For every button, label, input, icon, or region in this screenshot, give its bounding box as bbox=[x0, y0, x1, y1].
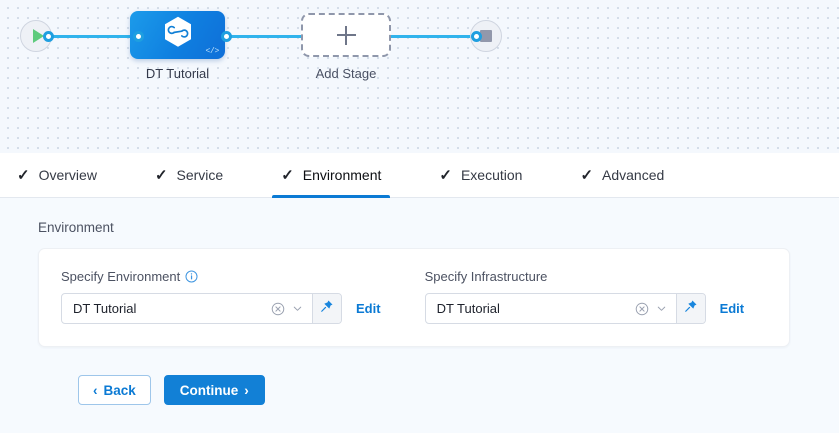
environment-panel: Environment Specify Environment DT Tutor… bbox=[0, 198, 839, 433]
back-button-label: Back bbox=[103, 382, 136, 398]
info-icon[interactable] bbox=[185, 270, 198, 283]
tab-label: Service bbox=[176, 167, 224, 183]
plus-icon bbox=[336, 25, 356, 45]
specify-environment-label: Specify Environment bbox=[61, 269, 381, 284]
specify-environment-group: Specify Environment DT Tutorial bbox=[61, 269, 381, 324]
specify-infrastructure-label: Specify Infrastructure bbox=[425, 269, 745, 284]
check-icon: ✓ bbox=[439, 166, 452, 184]
pipeline-canvas[interactable]: </> DT Tutorial Add Stage bbox=[0, 0, 839, 153]
clear-circle-icon[interactable] bbox=[271, 302, 285, 316]
tab-execution[interactable]: ✓ Execution bbox=[439, 153, 540, 198]
stage-config-tabs: ✓ Overview ✓ Service ✓ Environment ✓ Exe… bbox=[0, 153, 839, 198]
start-node-port[interactable] bbox=[43, 31, 54, 42]
chevron-left-icon: ‹ bbox=[93, 382, 98, 398]
tab-advanced[interactable]: ✓ Advanced bbox=[580, 153, 682, 198]
environment-select-value: DT Tutorial bbox=[73, 301, 137, 316]
section-title: Environment bbox=[38, 220, 114, 235]
tab-label: Environment bbox=[302, 167, 382, 183]
specify-infrastructure-group: Specify Infrastructure DT Tutorial bbox=[424, 269, 745, 324]
field-label-text: Specify Environment bbox=[61, 269, 181, 284]
infrastructure-select-main[interactable]: DT Tutorial bbox=[426, 294, 676, 323]
environment-select[interactable]: DT Tutorial bbox=[61, 293, 342, 324]
play-icon bbox=[32, 29, 44, 43]
check-icon: ✓ bbox=[17, 166, 30, 184]
infrastructure-select[interactable]: DT Tutorial bbox=[424, 293, 706, 324]
back-button[interactable]: ‹ Back bbox=[78, 375, 151, 405]
chevron-down-icon[interactable] bbox=[291, 302, 304, 315]
infrastructure-select-value: DT Tutorial bbox=[436, 301, 500, 316]
code-badge-icon: </> bbox=[205, 47, 219, 56]
end-node-port[interactable] bbox=[471, 31, 482, 42]
stage-node-input-port[interactable] bbox=[133, 31, 144, 42]
environment-select-main[interactable]: DT Tutorial bbox=[62, 294, 312, 323]
environment-edit-link[interactable]: Edit bbox=[356, 301, 381, 316]
add-stage-button[interactable] bbox=[301, 13, 391, 57]
wizard-footer: ‹ Back Continue › bbox=[38, 347, 839, 405]
tab-label: Overview bbox=[38, 167, 97, 183]
stop-icon bbox=[480, 30, 492, 42]
pin-icon bbox=[684, 299, 698, 318]
stage-node-output-port[interactable] bbox=[221, 31, 232, 42]
tab-label: Execution bbox=[460, 167, 523, 183]
edge-stage-to-addstage bbox=[226, 35, 302, 38]
specify-environment-row: DT Tutorial bbox=[61, 293, 381, 324]
harness-hexagon-icon bbox=[163, 16, 193, 53]
clear-circle-icon[interactable] bbox=[635, 302, 649, 316]
edge-addstage-to-end bbox=[390, 35, 476, 38]
continue-button[interactable]: Continue › bbox=[163, 375, 265, 405]
field-label-text: Specify Infrastructure bbox=[424, 269, 548, 284]
tab-service[interactable]: ✓ Service bbox=[155, 153, 241, 198]
tab-label: Advanced bbox=[602, 167, 665, 183]
environment-pin-button[interactable] bbox=[312, 294, 341, 323]
pin-icon bbox=[320, 299, 334, 318]
tab-environment[interactable]: ✓ Environment bbox=[272, 153, 399, 198]
chevron-right-icon: › bbox=[244, 382, 249, 398]
infrastructure-pin-button[interactable] bbox=[675, 294, 705, 323]
infrastructure-edit-link[interactable]: Edit bbox=[719, 301, 745, 316]
stage-node-label: DT Tutorial bbox=[145, 66, 210, 81]
continue-button-label: Continue bbox=[179, 382, 239, 398]
check-icon: ✓ bbox=[580, 166, 594, 184]
edge-start-to-stage bbox=[46, 35, 138, 38]
environment-form-card: Specify Environment DT Tutorial bbox=[38, 248, 790, 347]
check-icon: ✓ bbox=[281, 166, 294, 184]
check-icon: ✓ bbox=[154, 166, 168, 184]
specify-infrastructure-row: DT Tutorial bbox=[424, 293, 745, 324]
stage-node-dt-tutorial[interactable]: </> bbox=[130, 11, 225, 59]
add-stage-label: Add Stage bbox=[315, 66, 377, 81]
tab-overview[interactable]: ✓ Overview bbox=[17, 153, 115, 198]
chevron-down-icon[interactable] bbox=[655, 302, 668, 315]
